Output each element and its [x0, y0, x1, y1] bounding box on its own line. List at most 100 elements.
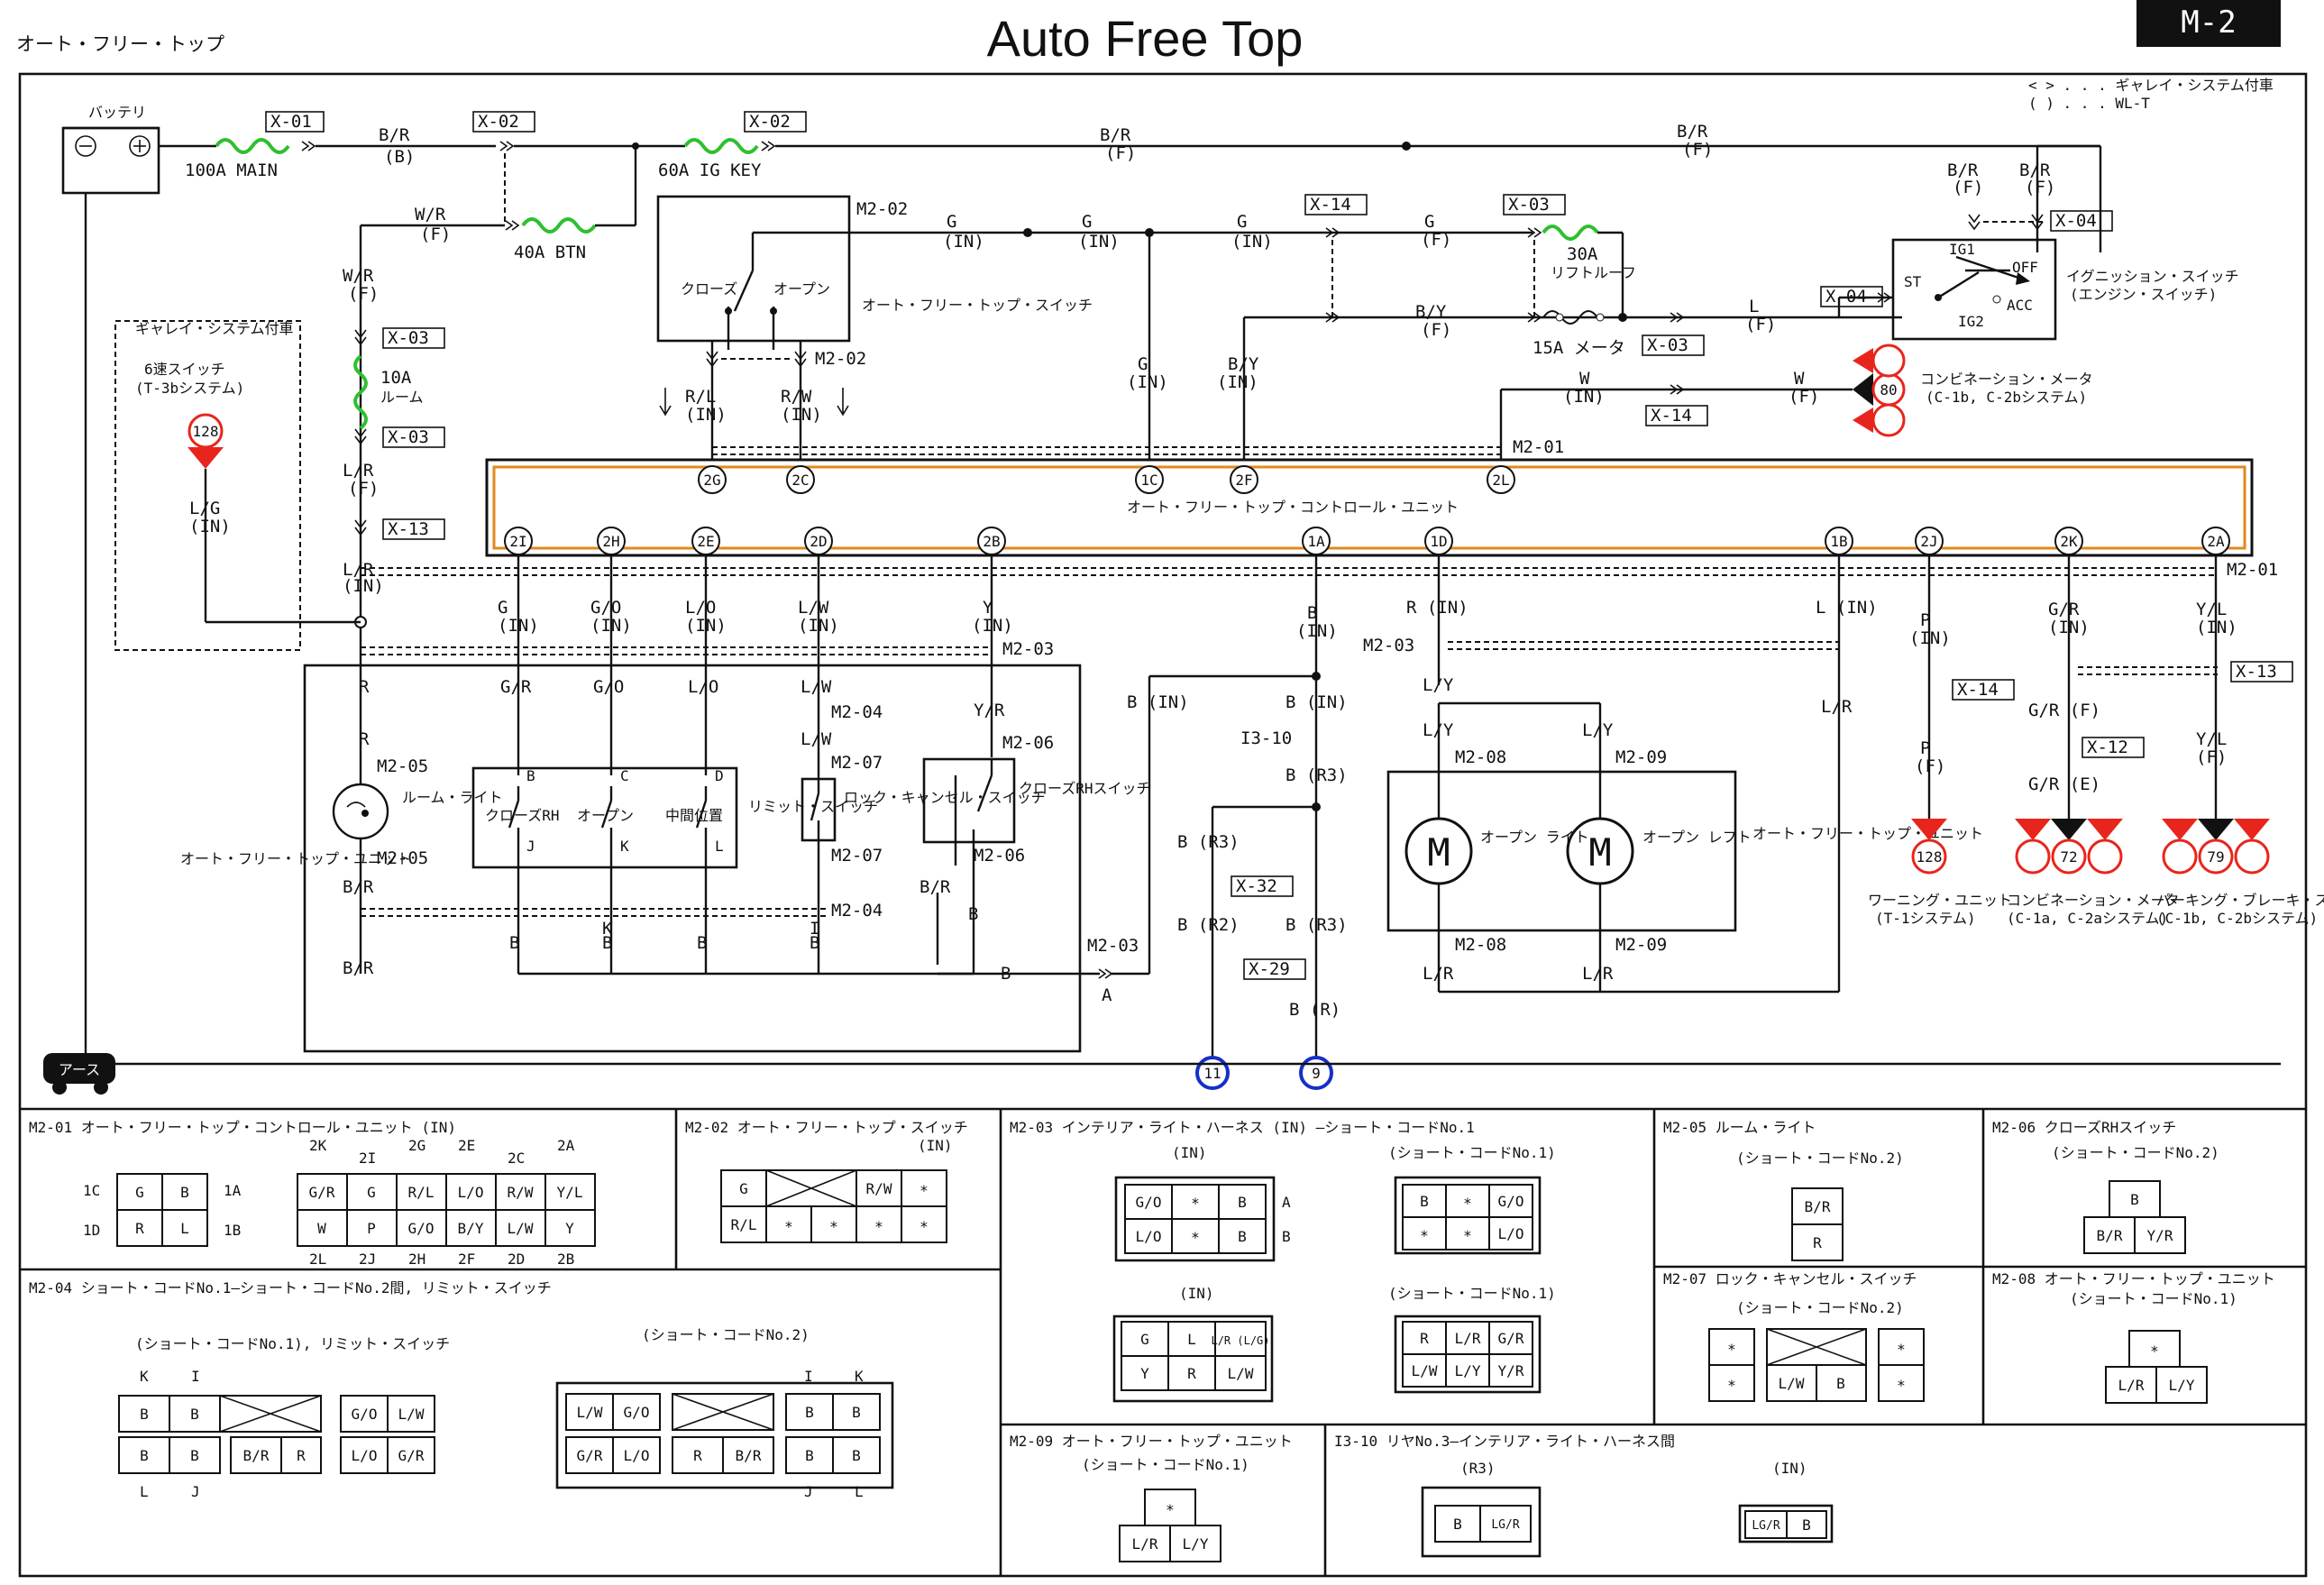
auto-free-top-unit-left	[303, 664, 1082, 1053]
wire-label: (B)	[384, 147, 415, 167]
svg-text:M: M	[1427, 830, 1450, 875]
conn-x04: X-04	[2055, 211, 2097, 231]
control-unit-label: オート・フリー・トップ・コントロール・ユニット	[1127, 499, 1459, 516]
legend-wlt: ( ) . . . WL-T	[2028, 95, 2150, 112]
unit-right-label: オート・フリー・トップ・ユニット	[1752, 825, 1983, 842]
room-light-label: ルーム・ライト	[402, 789, 503, 806]
svg-text:L/O: L/O	[624, 1447, 650, 1464]
svg-text:2A: 2A	[2207, 533, 2225, 550]
svg-text:(ショート・コードNo.1): (ショート・コードNo.1)	[1388, 1144, 1556, 1161]
svg-text:(ショート・コードNo.2): (ショート・コードNo.2)	[2052, 1144, 2219, 1161]
svg-text:B: B	[1420, 1193, 1429, 1210]
wire-label: G/R (F)	[2028, 701, 2100, 720]
galley-label: ギャレイ・システム付車	[135, 320, 294, 337]
svg-text:B/R: B/R	[2097, 1227, 2123, 1244]
svg-text:B: B	[852, 1404, 861, 1421]
svg-text:*: *	[1191, 1229, 1200, 1246]
svg-text:L/W: L/W	[508, 1220, 534, 1237]
wire-label: B/R	[343, 958, 374, 978]
svg-text:A: A	[1282, 1194, 1291, 1211]
room-light	[332, 783, 389, 840]
limit-k: K	[620, 838, 629, 855]
pin-2b: 2B	[977, 527, 1006, 555]
wire-label: Y	[983, 598, 993, 618]
pin-2e: 2E	[691, 527, 720, 555]
ref-marker-128-left: 128	[188, 413, 224, 469]
wire-label: W	[1579, 369, 1590, 389]
wire-label: P	[1920, 610, 1930, 630]
wire-label: L (IN)	[1816, 598, 1878, 618]
svg-text:1D: 1D	[83, 1222, 100, 1239]
parking-brake-marker: 79	[2162, 819, 2270, 875]
svg-text:*: *	[1463, 1195, 1472, 1212]
close-rh-label: クローズRH	[485, 807, 559, 824]
conn-m204b: M2-04	[831, 901, 883, 921]
svg-text:G/O: G/O	[408, 1220, 435, 1237]
battery: バッテリ	[61, 104, 160, 195]
svg-text:*: *	[1420, 1227, 1429, 1244]
page-code-box	[2136, 0, 2281, 47]
wire-label: L/Y	[1582, 720, 1614, 740]
svg-text:B: B	[2130, 1191, 2139, 1208]
wire-label: B (R3)	[1177, 832, 1240, 852]
wire-label: L	[1749, 297, 1759, 316]
middle-label: 中間位置	[665, 807, 723, 824]
wire-label: (IN)	[685, 616, 727, 636]
fuse-40a-btn	[521, 217, 597, 234]
table-i310: I3-10 リヤNo.3—インテリア・ライト・ハーネス間 (R3) (IN) B…	[1334, 1433, 1834, 1558]
svg-text:80: 80	[1880, 381, 1897, 399]
conn-x13b: X-13	[2236, 662, 2277, 682]
svg-text:*: *	[2150, 1342, 2159, 1360]
svg-text:(R3): (R3)	[1460, 1460, 1496, 1477]
wire-label: G/O	[593, 677, 624, 697]
wire-label: (IN)	[1296, 621, 1338, 641]
svg-text:L/O: L/O	[458, 1184, 484, 1201]
conn-x03b: X-03	[388, 427, 429, 447]
svg-text:L/Y: L/Y	[1455, 1362, 1481, 1379]
wire-label: (IN)	[590, 616, 632, 636]
svg-text:L: L	[140, 1483, 149, 1500]
svg-text:M2-04 ショート・コードNo.1—ショート・コードNo.: M2-04 ショート・コードNo.1—ショート・コードNo.2間, リミット・ス…	[29, 1279, 552, 1296]
conn-x02b: X-02	[749, 112, 791, 132]
svg-text:*: *	[874, 1218, 883, 1235]
svg-text:1C: 1C	[83, 1182, 100, 1199]
pin-2d: 2D	[804, 527, 833, 555]
limit-d: D	[715, 767, 724, 784]
svg-text:R: R	[135, 1220, 144, 1237]
pin-1a: 1A	[1302, 527, 1331, 555]
svg-text:B/R: B/R	[736, 1447, 762, 1464]
svg-text:M2-05 ルーム・ライト: M2-05 ルーム・ライト	[1663, 1119, 1816, 1136]
pin-2l: 2L	[1487, 465, 1515, 494]
pin-2a: 2A	[2201, 527, 2230, 555]
wire-label: R	[359, 729, 370, 749]
svg-text:2K: 2K	[2060, 533, 2078, 550]
control-unit-box	[485, 458, 2254, 557]
svg-text:(ショート・コードNo.2): (ショート・コードNo.2)	[1736, 1150, 1904, 1167]
svg-text:G: G	[739, 1180, 748, 1197]
fuse-15a-label: 15A メータ	[1533, 338, 1625, 358]
wire-label: B	[509, 933, 519, 953]
svg-text:72: 72	[2060, 848, 2077, 866]
svg-text:L/Y: L/Y	[1183, 1535, 1209, 1553]
close-rh-switch	[922, 757, 1016, 844]
svg-text:*: *	[920, 1218, 929, 1235]
svg-text:W: W	[317, 1220, 326, 1237]
svg-text:2H: 2H	[408, 1251, 425, 1268]
table-m208: M2-08 オート・フリー・トップ・ユニット (ショート・コードNo.1) * …	[1992, 1270, 2275, 1404]
wire-label: L/W	[801, 729, 832, 749]
svg-text:R: R	[1187, 1365, 1196, 1382]
wire-label: G/O	[590, 598, 621, 618]
wire-label: B (R)	[1289, 1000, 1340, 1020]
wire-label: (F)	[1105, 143, 1136, 163]
wire-label: B	[1307, 603, 1317, 623]
wire-label: (F)	[348, 284, 379, 304]
svg-text:G/O: G/O	[352, 1406, 378, 1423]
fuse-40a-label: 40A BTN	[514, 243, 586, 262]
svg-text:R/L: R/L	[408, 1184, 435, 1201]
wire-label: (F)	[1421, 320, 1451, 340]
svg-text:R: R	[297, 1447, 306, 1464]
conn-x32: X-32	[1236, 876, 1277, 896]
svg-text:LG/R: LG/R	[1491, 1518, 1519, 1532]
wire-label: (IN)	[685, 405, 727, 425]
